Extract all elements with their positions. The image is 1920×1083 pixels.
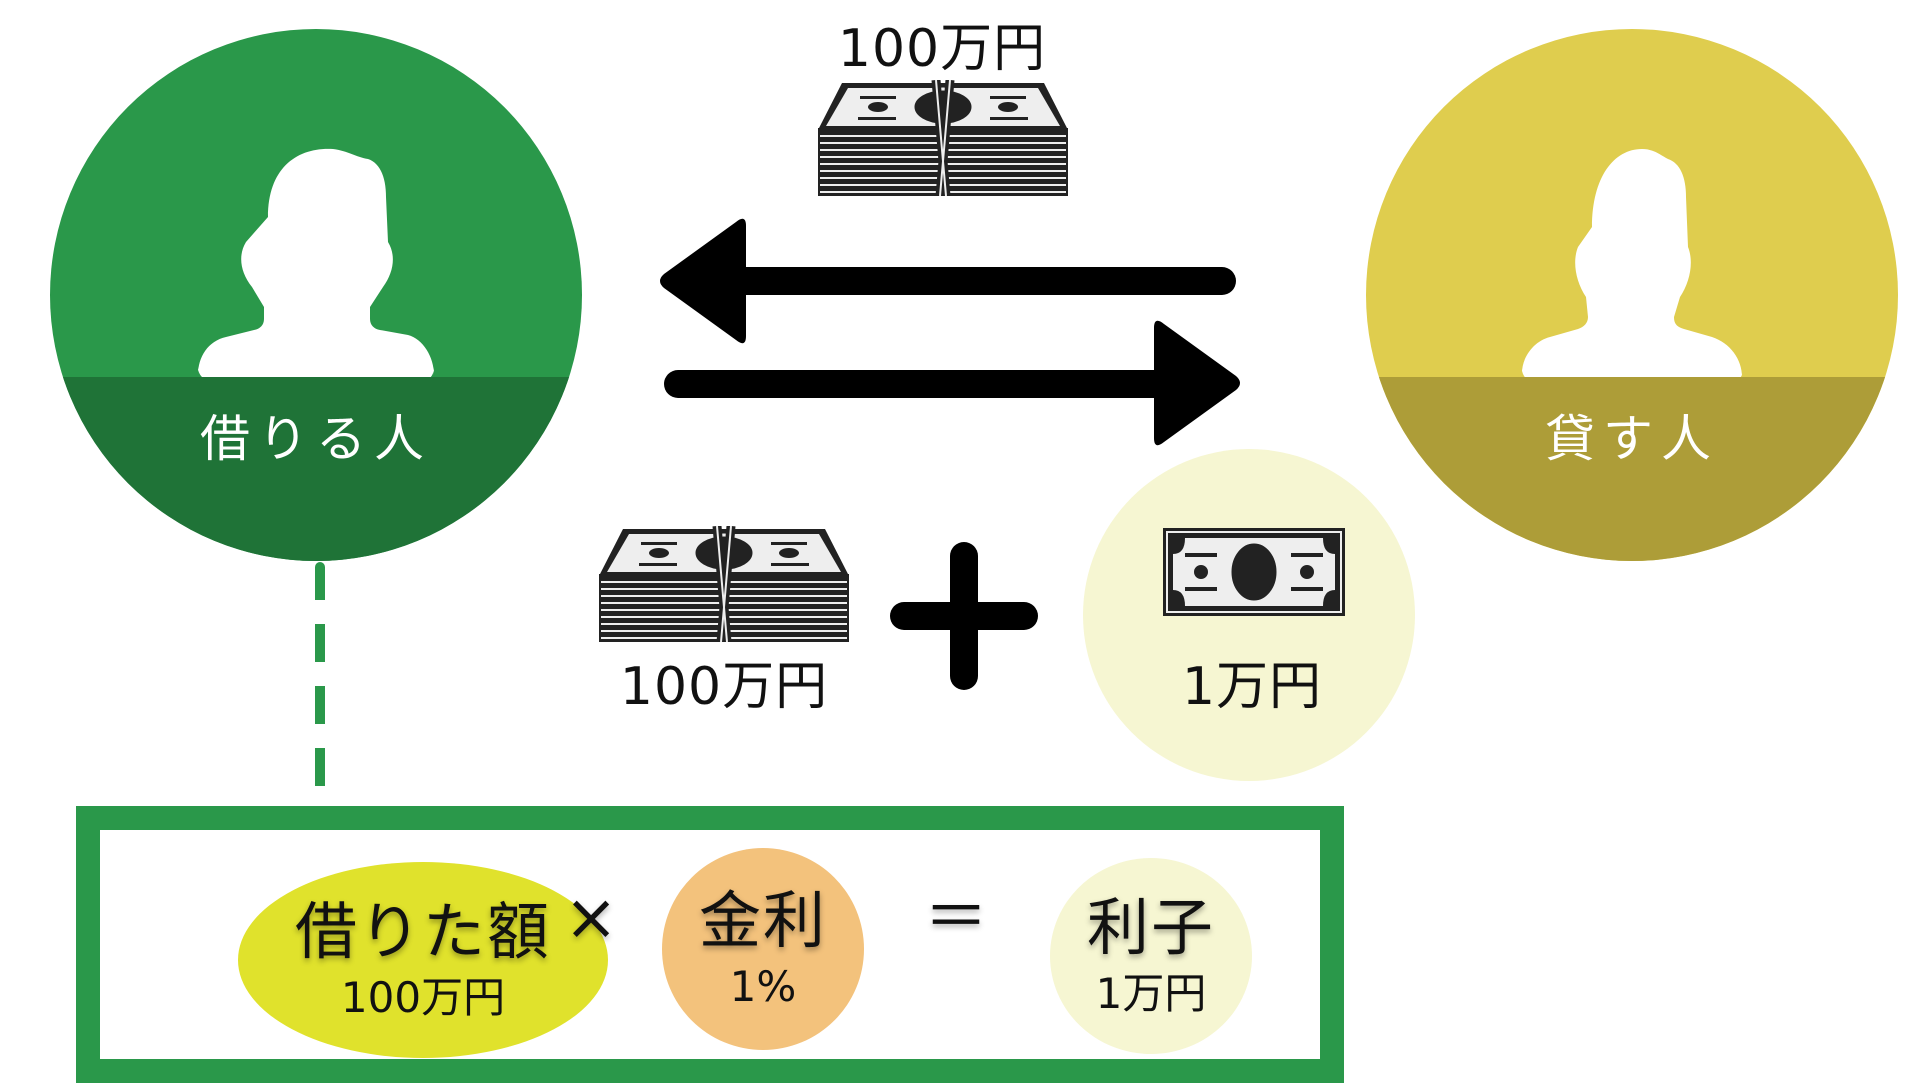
rate-title: 金利 [698,884,827,957]
person-icon [198,148,434,381]
equals-operator: ＝ [924,881,988,955]
borrowed-title: 借りた額 [294,895,551,968]
lender-band: 貸す人 [1366,377,1898,561]
interest-value: 1万円 [1095,969,1207,1018]
lender-circle: 貸す人 [1366,29,1898,561]
times-operator: × [564,881,618,955]
formula-box: 借りた額 100万円 × 金利 1% ＝ 利子 1万円 [76,806,1344,1083]
bill-icon [1163,528,1345,616]
dashed-connector [315,562,325,806]
borrowed-amount-blob: 借りた額 100万円 [238,862,608,1058]
principal-amount-label: 100万円 [619,657,829,717]
interest-title: 利子 [1086,891,1215,964]
borrower-label: 借りる人 [200,410,432,468]
borrower-band: 借りる人 [50,377,582,561]
loan-amount-label: 100万円 [837,19,1047,79]
rate-blob: 金利 1% [662,848,864,1050]
money-stack-icon [818,80,1068,196]
plus-icon [890,542,1038,690]
rate-value: 1% [729,962,797,1011]
borrower-circle: 借りる人 [50,29,582,561]
arrow-right-icon [664,320,1240,446]
lender-label: 貸す人 [1545,410,1719,468]
interest-blob: 利子 1万円 [1050,858,1252,1054]
person-icon [1522,149,1742,381]
money-stack-icon [599,526,849,642]
borrowed-value: 100万円 [340,973,506,1022]
arrow-left-icon [660,218,1236,344]
interest-amount-label: 1万円 [1181,657,1323,717]
